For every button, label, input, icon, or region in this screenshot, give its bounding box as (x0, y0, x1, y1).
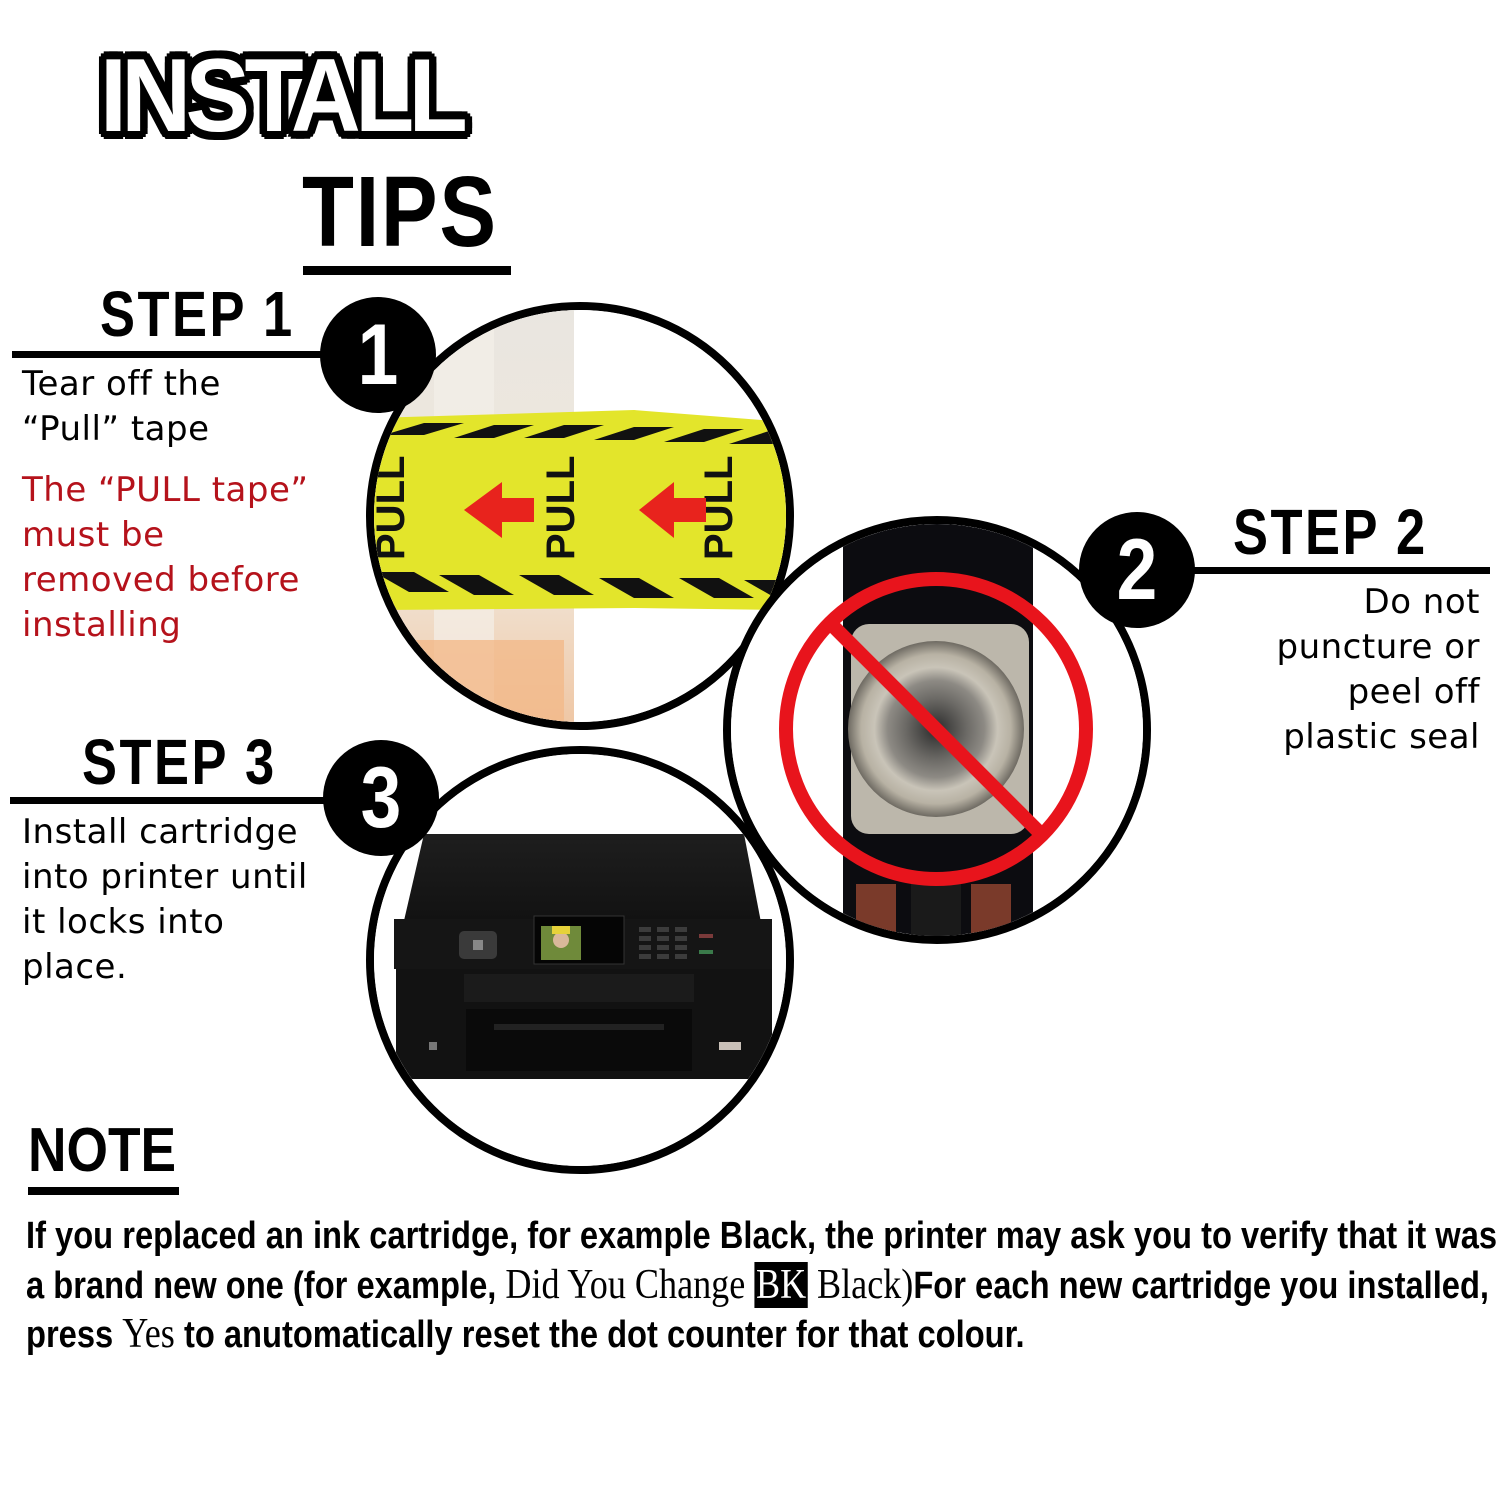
step-1-badge: 1 (320, 297, 436, 413)
note-heading: NOTE (28, 1116, 177, 1185)
title-underline (303, 266, 511, 275)
step-2-badge: 2 (1079, 512, 1195, 628)
note-body: If you replaced an ink cartridge, for ex… (26, 1212, 1500, 1360)
step-3-photo (366, 746, 794, 1174)
step-2-heading: STEP 2 (1233, 496, 1428, 568)
step-1-warning: The “PULL tape” must be removed before i… (22, 468, 308, 648)
step-3-description-line: place. (22, 947, 128, 987)
title-install: INSTALL (100, 38, 468, 154)
step-1-description-line: “Pull” tape (22, 409, 210, 449)
step-2-description-line: puncture or (1276, 627, 1480, 667)
note-text: For each new cartridge you installed, pr… (26, 1264, 1490, 1357)
step-3-rule (10, 797, 330, 804)
pull-tape (374, 410, 786, 610)
step-2-rule (1190, 567, 1490, 574)
step-2-description-line: plastic seal (1283, 717, 1480, 757)
bk-badge: BK (754, 1261, 808, 1308)
note-underline (28, 1187, 179, 1195)
yes-option-text: Yes (122, 1311, 175, 1357)
step-1-description-line: Tear off the (22, 364, 221, 404)
step-2-description-line: Do not (1363, 582, 1480, 622)
title-tips: TIPS (302, 156, 498, 268)
step-3-description: Install cartridge into printer until it … (22, 810, 308, 990)
left-arrow-icon (464, 482, 706, 538)
step-1-warning-line: installing (22, 605, 182, 645)
step-2-description-line: peel off (1347, 672, 1480, 712)
step-1-warning-line: must be (22, 515, 165, 555)
step-1-photo: PULL PULL PULL (366, 302, 794, 730)
step-1-description: Tear off the “Pull” tape (22, 362, 221, 452)
step-3-description-line: it locks into (22, 902, 225, 942)
step-3-badge: 3 (323, 740, 439, 856)
pull-label: PULL (374, 456, 413, 560)
printer-illustration (374, 754, 786, 1166)
note-text: If you replaced an ink cartridge, for ex… (26, 1215, 1498, 1307)
prohibited-icon (779, 572, 1093, 886)
step-2-photo (723, 516, 1151, 944)
step-2-description: Do not puncture or peel off plastic seal (1277, 580, 1481, 760)
printer-prompt-text: Did You Change (505, 1261, 746, 1308)
printer-prompt-color: Black) (817, 1261, 914, 1308)
step-3-description-line: Install cartridge (22, 812, 299, 852)
note-text: to anutomatically reset the dot counter … (174, 1314, 1025, 1356)
step-1-rule (12, 351, 332, 358)
step-3-description-line: into printer until (22, 857, 308, 897)
step-1-heading: STEP 1 (100, 278, 295, 350)
pull-label: PULL (539, 456, 583, 560)
pull-tape-illustration: PULL PULL PULL (374, 310, 786, 722)
step-1-warning-line: The “PULL tape” (22, 470, 309, 510)
cartridge-seal-illustration (731, 524, 1143, 936)
step-3-heading: STEP 3 (82, 726, 277, 798)
step-1-warning-line: removed before (22, 560, 300, 600)
